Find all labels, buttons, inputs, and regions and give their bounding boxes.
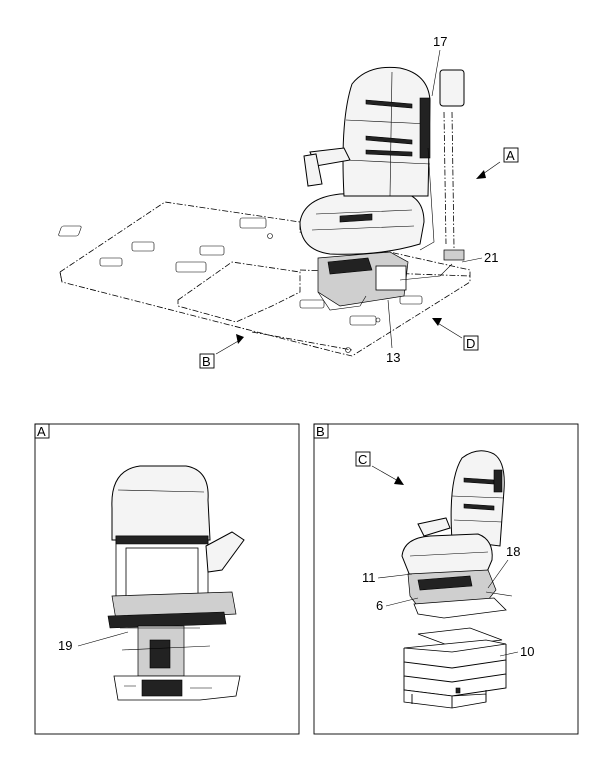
seatbelt-anchor-line <box>451 111 455 249</box>
view-box-C <box>355 451 371 467</box>
view-box-D-top <box>463 335 479 351</box>
b-base <box>413 597 507 619</box>
panel-B-tag-box <box>313 423 329 439</box>
floor-plate-edge <box>59 271 63 283</box>
rear-backrest <box>111 465 211 541</box>
top-callouts: 17 21 13 A D B <box>199 34 519 369</box>
bellows-boot <box>403 627 507 709</box>
callout-17: 17 <box>433 34 447 49</box>
callout-10: 10 <box>520 644 534 659</box>
view-A-top: A <box>506 148 515 163</box>
callout-18: 18 <box>506 544 520 559</box>
panel-A-tag-box <box>34 423 50 439</box>
panel-A-tag: A <box>37 424 46 439</box>
view-B-top: B <box>202 354 211 369</box>
rear-armrest <box>205 531 245 573</box>
riser-slot <box>327 257 373 275</box>
callout-11: 11 <box>362 570 376 585</box>
b-armrest <box>417 517 451 537</box>
b-cushion <box>401 533 493 577</box>
panel-B-frame <box>313 423 579 735</box>
top-seat <box>299 66 465 311</box>
seatbelt-line-2 <box>443 111 447 245</box>
seatbelt-retractor <box>439 69 465 107</box>
view-C-in-B: C <box>358 452 367 467</box>
seatbelt-webbing <box>419 97 431 159</box>
callout-21: 21 <box>484 250 498 265</box>
panel-A: A 19 <box>34 423 300 735</box>
callout-13: 13 <box>386 350 400 365</box>
rear-frame-window <box>125 547 199 599</box>
view-box-B-top <box>199 353 215 369</box>
b-backrest <box>450 450 505 547</box>
view-box-A-top <box>503 147 519 163</box>
callout-19: 19 <box>58 638 72 653</box>
rail-line-2 <box>251 331 353 351</box>
view-D-top: D <box>466 336 475 351</box>
panel-B: B C 11 6 <box>313 423 579 735</box>
panel-A-frame <box>34 423 300 735</box>
riser-box <box>375 265 407 291</box>
callout-6: 6 <box>376 598 383 613</box>
seat-cushion <box>299 191 425 255</box>
seat-backrest <box>342 66 431 197</box>
panel-B-tag: B <box>316 424 325 439</box>
belt-floor-anchor <box>443 249 465 261</box>
cab-floor-assembly <box>58 111 471 357</box>
floor-recess <box>177 261 301 323</box>
